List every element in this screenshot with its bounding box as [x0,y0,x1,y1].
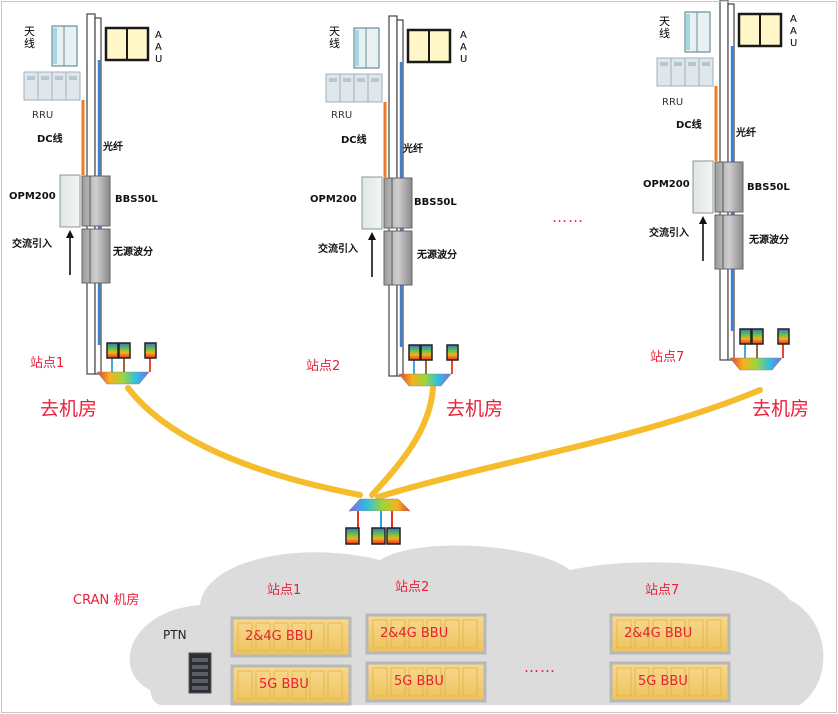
rru-icon [325,73,383,103]
site1-ac-label: 交流引入 [12,239,52,250]
site1-opm-label: OPM200 [9,191,56,202]
antenna-icon [353,27,380,69]
rru-icon [656,57,714,87]
opm200-box [361,176,383,230]
bbu2-4g-label: 2&4G BBU [380,626,449,641]
site2-ac-label: 交流引入 [318,244,358,255]
bbu-rack-3 [609,613,731,703]
bbu-racks [230,613,731,706]
cran-site2-label: 站点2 [395,580,430,595]
cran-title: CRAN 机房 [73,593,140,608]
site1-aau-label: A A U [155,30,163,65]
site2-antenna-label: 天线 [329,25,340,50]
site-splitter [96,342,157,385]
site1-passive-label: 无源波分 [113,247,153,258]
ptn-device [188,652,212,694]
aau-icon [104,26,150,62]
bbu2-5g-label: 5G BBU [394,674,444,689]
site2-fiber-label: 光纤 [403,144,423,155]
site2-opm-label: OPM200 [310,194,357,205]
opm200-box [692,160,714,214]
site7-dc-label: DC线 [676,120,702,131]
site7-passive-label: 无源波分 [749,235,789,246]
cran-site7-label: 站点7 [645,583,680,598]
opm200-box [59,174,81,228]
bbu-rack-2 [365,613,487,703]
site7-antenna-label: 天线 [659,15,670,40]
site7-goto-room: 去机房 [752,398,810,420]
site2-rru-label: RRU [331,110,353,121]
bbu-rack-1 [230,616,352,706]
ellipsis-top: …… [552,208,584,226]
site-splitter [398,344,459,387]
site1-fiber-label: 光纤 [103,142,123,153]
site1-goto-room: 去机房 [40,398,98,420]
site1-name: 站点1 [30,356,65,371]
site7-fiber-label: 光纤 [736,128,756,139]
site-7-pole [656,0,790,371]
site1-antenna-label: 天线 [24,25,35,50]
site7-opm-label: OPM200 [643,179,690,190]
ellipsis-bottom: …… [524,658,556,676]
ac-arrow-head [368,232,376,240]
site2-passive-label: 无源波分 [417,250,457,261]
bbu7-4g-label: 2&4G BBU [624,626,693,641]
bbs50l-box [383,177,413,229]
site2-goto-room: 去机房 [446,398,504,420]
bbs50l-box [714,161,744,213]
cran-site1-label: 站点1 [267,583,302,598]
passive-wdm-box [383,230,413,286]
antenna-icon [684,11,711,53]
site7-bbs-label: BBS50L [747,182,790,193]
site2-dc-label: DC线 [341,135,367,146]
site7-ac-label: 交流引入 [649,228,689,239]
bbu7-5g-label: 5G BBU [638,674,688,689]
site2-name: 站点2 [306,359,341,374]
bbu1-4g-label: 2&4G BBU [245,629,314,644]
site2-bbs-label: BBS50L [414,197,457,208]
passive-wdm-box [81,228,111,284]
site1-dc-label: DC线 [37,134,63,145]
aau-icon [406,28,452,64]
site7-rru-label: RRU [662,97,684,108]
site2-aau-label: A A U [460,30,468,65]
ac-arrow-head [66,230,74,238]
aggregation-splitter [345,498,411,545]
site-splitter [729,328,790,371]
site-2-pole [325,15,459,387]
ptn-label: PTN [163,628,187,642]
site1-rru-label: RRU [32,110,54,121]
passive-wdm-box [714,214,744,270]
site1-bbs-label: BBS50L [115,194,158,205]
aggregation-fibers [125,385,763,500]
antenna-icon [51,25,78,67]
bbs50l-box [81,175,111,227]
site7-name: 站点7 [650,350,685,365]
site7-aau-label: A A U [790,14,798,49]
ac-arrow-head [699,216,707,224]
site-1-pole [23,13,157,385]
bbu1-5g-label: 5G BBU [259,677,309,692]
rru-icon [23,71,81,101]
aau-icon [737,12,783,48]
